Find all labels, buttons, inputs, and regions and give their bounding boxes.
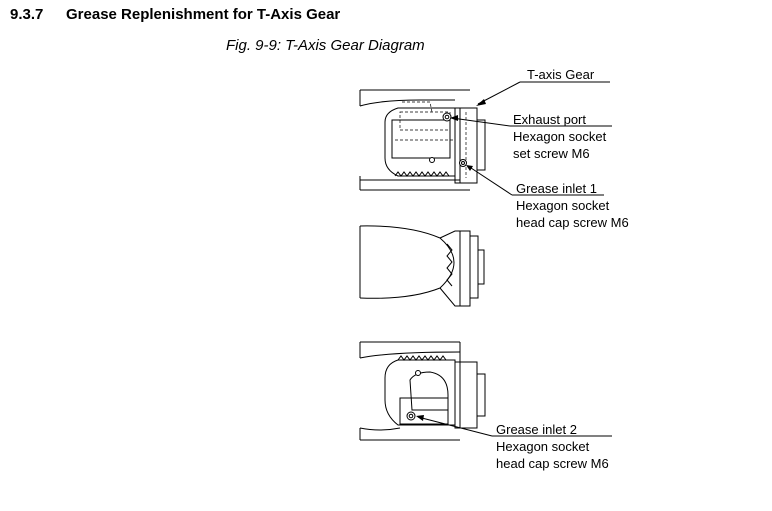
callout-grease-inlet-2-line2: Hexagon socket xyxy=(496,439,590,454)
callout-grease-inlet-2-line3: head cap screw M6 xyxy=(496,456,609,471)
callout-grease-inlet-2-line1: Grease inlet 2 xyxy=(496,422,577,437)
section-title: Grease Replenishment for T-Axis Gear xyxy=(66,6,341,23)
callout-exhaust-port-line3: set screw M6 xyxy=(513,146,590,161)
figure-caption: Fig. 9-9: T-Axis Gear Diagram xyxy=(226,37,425,54)
callout-exhaust-port-line1: Exhaust port xyxy=(513,112,586,127)
callout-grease-inlet-1-line2: Hexagon socket xyxy=(516,198,610,213)
callout-grease-inlet-1-line3: head cap screw M6 xyxy=(516,215,629,230)
callout-grease-inlet-1: Grease inlet 1 Hexagon socket head cap s… xyxy=(516,180,629,231)
callout-t-axis-gear: T-axis Gear xyxy=(527,66,594,83)
leader-lines xyxy=(416,81,612,437)
bottom-view-drawing xyxy=(359,341,486,441)
callout-exhaust-port: Exhaust port Hexagon socket set screw M6 xyxy=(513,111,606,162)
callout-grease-inlet-1-line1: Grease inlet 1 xyxy=(516,181,597,196)
middle-view-drawing xyxy=(359,225,485,307)
callout-grease-inlet-2: Grease inlet 2 Hexagon socket head cap s… xyxy=(496,421,609,472)
callout-exhaust-port-line2: Hexagon socket xyxy=(513,129,607,144)
section-number: 9.3.7 xyxy=(10,6,44,23)
top-view-drawing xyxy=(359,89,486,191)
callout-t-axis-gear-label: T-axis Gear xyxy=(527,67,595,82)
section-heading: 9.3.7 Grease Replenishment for T-Axis Gea… xyxy=(10,6,340,23)
